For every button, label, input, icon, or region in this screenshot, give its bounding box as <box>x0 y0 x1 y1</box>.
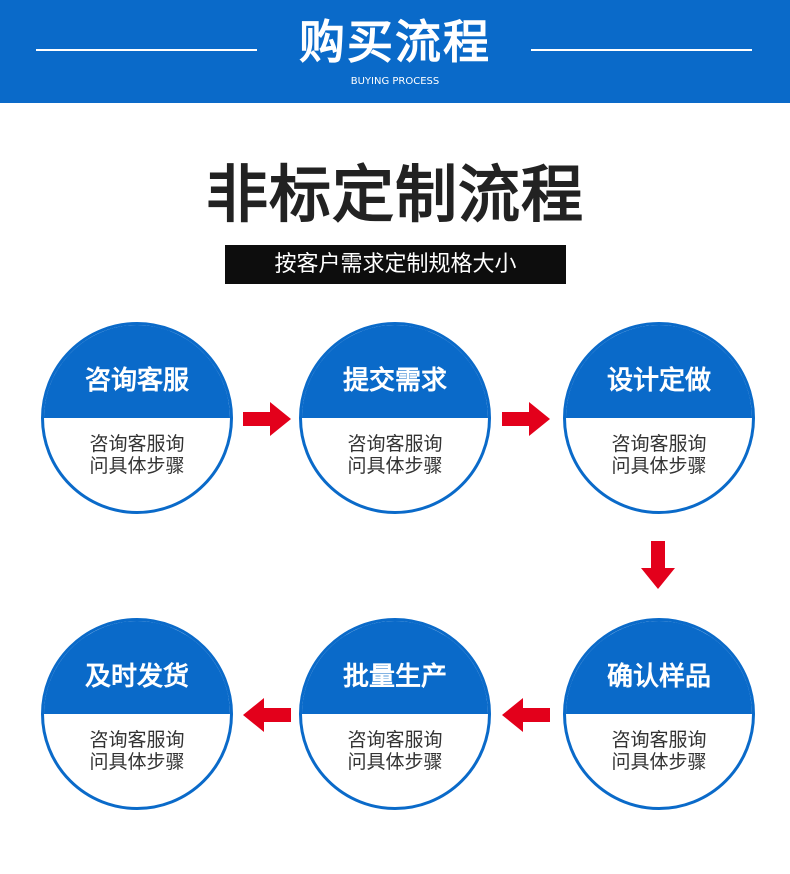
step-desc-line: 问具体步骤 <box>89 455 185 477</box>
arrow-left-icon <box>243 698 291 732</box>
header-subtitle: BUYING PROCESS <box>350 76 440 87</box>
subtitle-bar: 按客户需求定制规格大小 <box>225 245 566 284</box>
step-circle-submit: 提交需求 咨询客服询 问具体步骤 <box>299 322 491 514</box>
step-title: 咨询客服 <box>84 366 189 396</box>
step-description: 咨询客服询 问具体步骤 <box>44 729 230 773</box>
step-desc-line: 咨询客服询 <box>611 729 707 751</box>
header-banner: 购买流程 BUYING PROCESS <box>0 0 790 103</box>
header-title: 购买流程 <box>299 15 491 69</box>
step-desc-line: 咨询客服询 <box>611 433 707 455</box>
step-description: 咨询客服询 问具体步骤 <box>566 729 752 773</box>
step-desc-line: 咨询客服询 <box>347 729 443 751</box>
step-desc-line: 问具体步骤 <box>347 455 443 477</box>
step-circle-header <box>44 325 230 418</box>
step-circle-header <box>566 325 752 418</box>
step-title: 设计定做 <box>606 366 711 396</box>
step-circle-header <box>566 621 752 714</box>
step-description: 咨询客服询 问具体步骤 <box>302 433 488 477</box>
arrow-down-icon <box>641 541 675 589</box>
header-divider-left <box>36 49 257 51</box>
step-title: 批量生产 <box>342 662 447 692</box>
step-desc-line: 咨询客服询 <box>89 729 185 751</box>
step-circle-design: 设计定做 咨询客服询 问具体步骤 <box>563 322 755 514</box>
step-desc-line: 问具体步骤 <box>347 751 443 773</box>
step-title: 及时发货 <box>84 662 189 692</box>
step-description: 咨询客服询 问具体步骤 <box>44 433 230 477</box>
arrow-right-icon <box>502 402 550 436</box>
header-divider-right <box>531 49 752 51</box>
arrow-left-icon <box>502 698 550 732</box>
arrow-right-icon <box>243 402 291 436</box>
step-desc-line: 咨询客服询 <box>89 433 185 455</box>
step-desc-line: 咨询客服询 <box>347 433 443 455</box>
step-description: 咨询客服询 问具体步骤 <box>302 729 488 773</box>
step-title: 确认样品 <box>606 662 711 692</box>
step-desc-line: 问具体步骤 <box>89 751 185 773</box>
step-circle-mass-production: 批量生产 咨询客服询 问具体步骤 <box>299 618 491 810</box>
step-circle-header <box>44 621 230 714</box>
step-circle-header <box>302 621 488 714</box>
step-circle-header <box>302 325 488 418</box>
step-circle-consult: 咨询客服 咨询客服询 问具体步骤 <box>41 322 233 514</box>
step-circle-shipping: 及时发货 咨询客服询 问具体步骤 <box>41 618 233 810</box>
step-circle-confirm-sample: 确认样品 咨询客服询 问具体步骤 <box>563 618 755 810</box>
page-title: 非标定制流程 <box>205 158 584 231</box>
step-desc-line: 问具体步骤 <box>611 751 707 773</box>
step-description: 咨询客服询 问具体步骤 <box>566 433 752 477</box>
step-desc-line: 问具体步骤 <box>611 455 707 477</box>
step-title: 提交需求 <box>342 366 447 396</box>
